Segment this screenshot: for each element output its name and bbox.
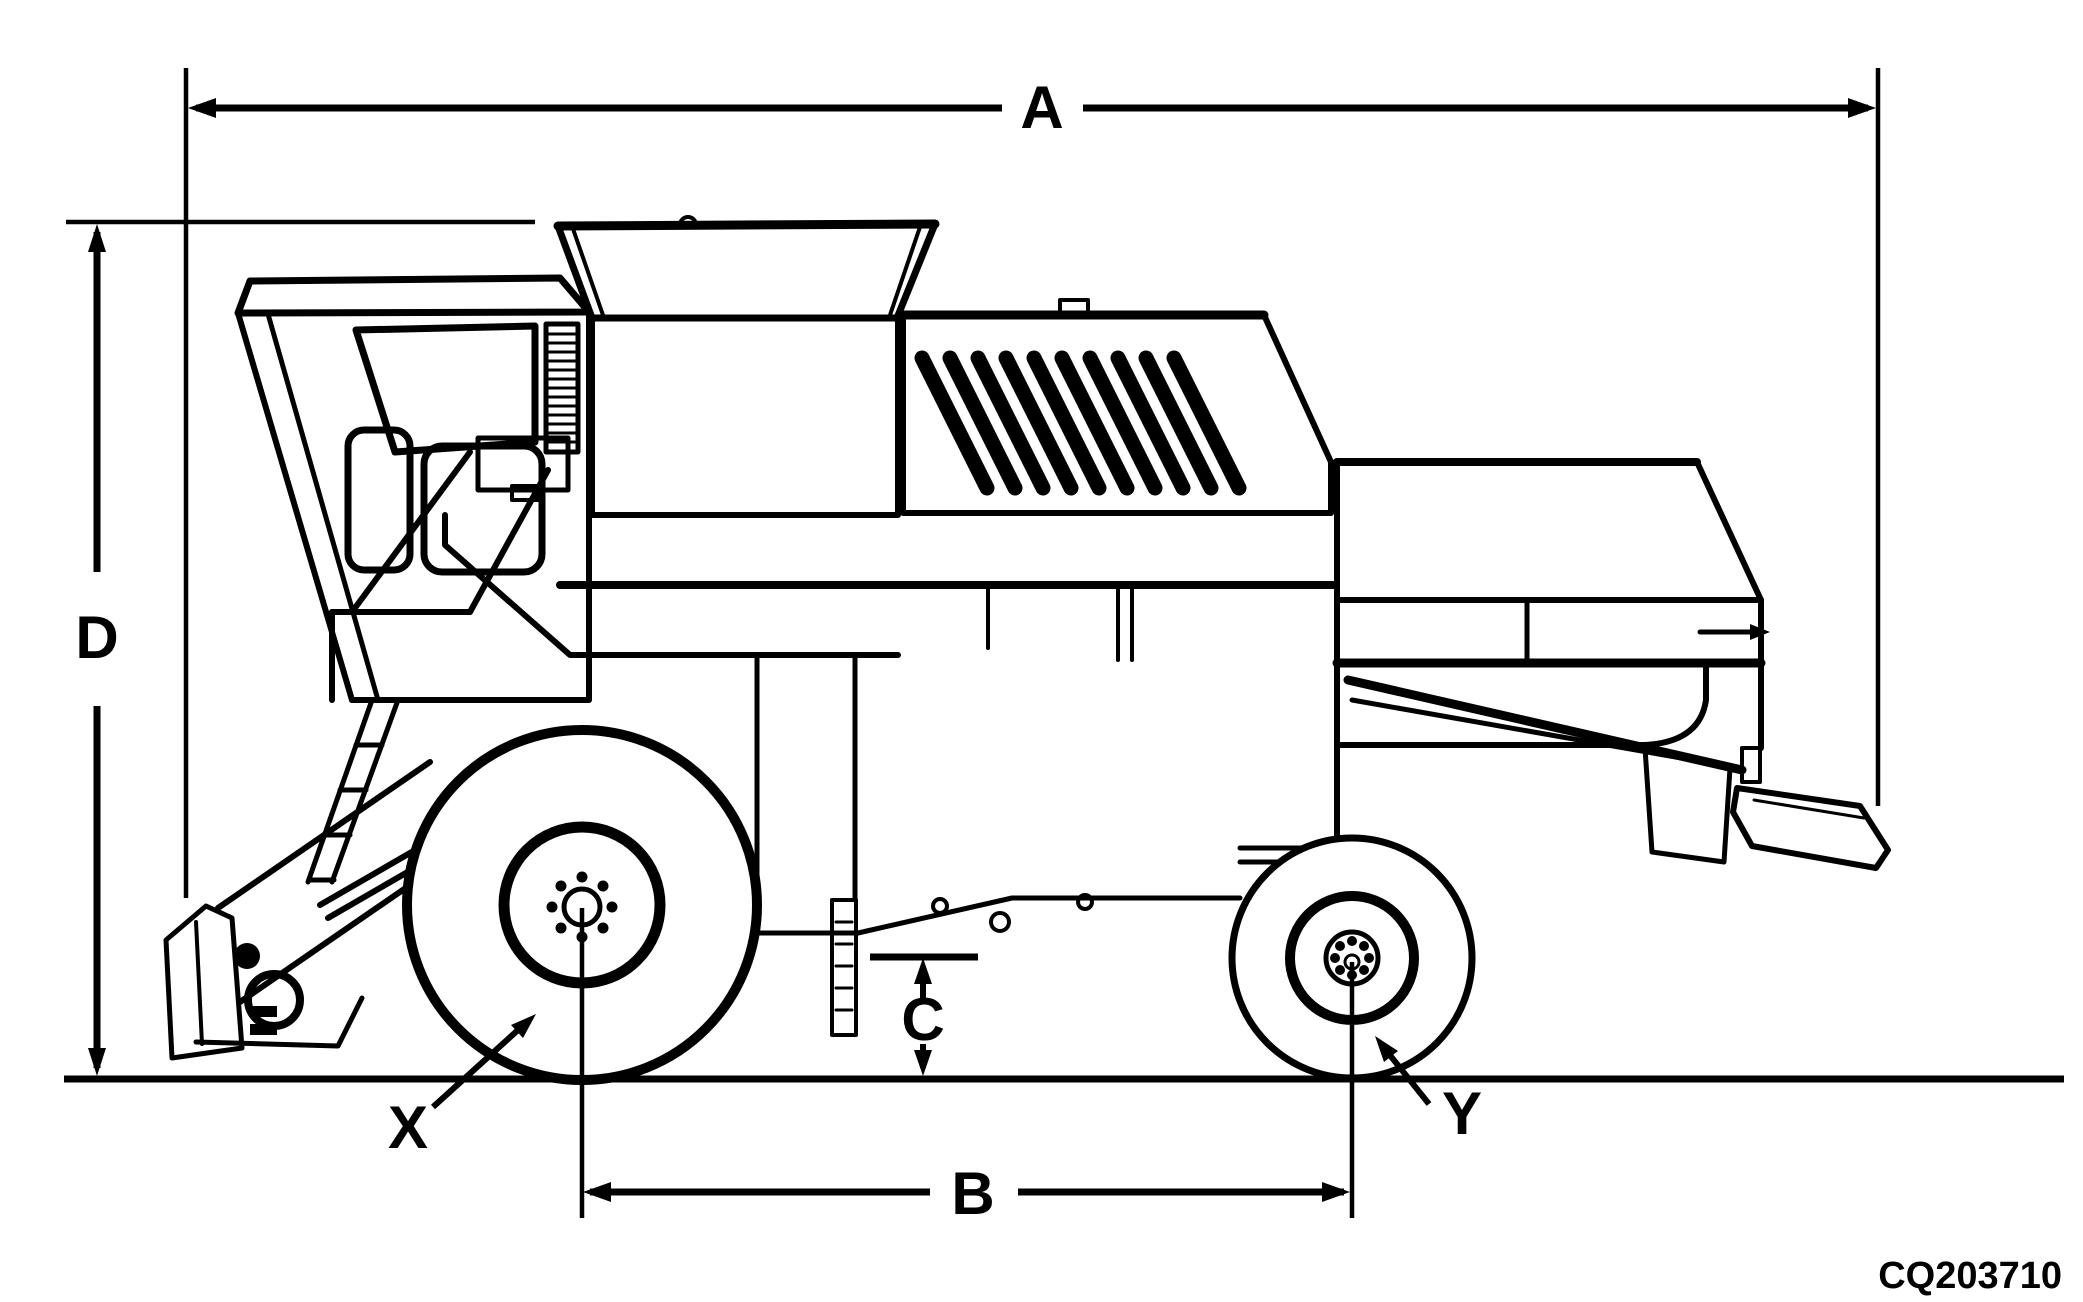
label-dimension-d: D (75, 604, 118, 671)
dimension-b (583, 1182, 1350, 1202)
label-part-x: X (388, 1094, 428, 1161)
label-dimension-b: B (951, 1160, 994, 1227)
engine-hood (898, 298, 1334, 516)
dimension-d (88, 224, 106, 1076)
hood-louvers (914, 350, 1247, 496)
dimension-c (914, 958, 932, 1076)
extension-lines (66, 68, 1881, 1218)
straw-spout (1343, 675, 1891, 871)
leader-y (1375, 1036, 1432, 1106)
underbody (442, 512, 1339, 1037)
figure-code: CQ203710 (1878, 1255, 2062, 1297)
combine-harvester-drawing (163, 215, 1891, 1085)
label-part-y: Y (1442, 1080, 1482, 1147)
rear-deck (1332, 458, 1770, 858)
ladder (305, 697, 401, 885)
rear-hub-bolts (1330, 936, 1374, 980)
dimension-annotations: A D B C X Y (66, 68, 1881, 1227)
front-hub-bolts (546, 871, 618, 943)
grain-tank-hopper (553, 215, 940, 322)
cab (234, 274, 593, 703)
label-dimension-c: C (901, 986, 944, 1053)
rear-wheel (1228, 834, 1476, 1082)
dimension-a (188, 98, 1876, 118)
leader-x (430, 1014, 536, 1110)
front-body-panel (589, 315, 901, 518)
label-dimension-a: A (1020, 74, 1063, 141)
